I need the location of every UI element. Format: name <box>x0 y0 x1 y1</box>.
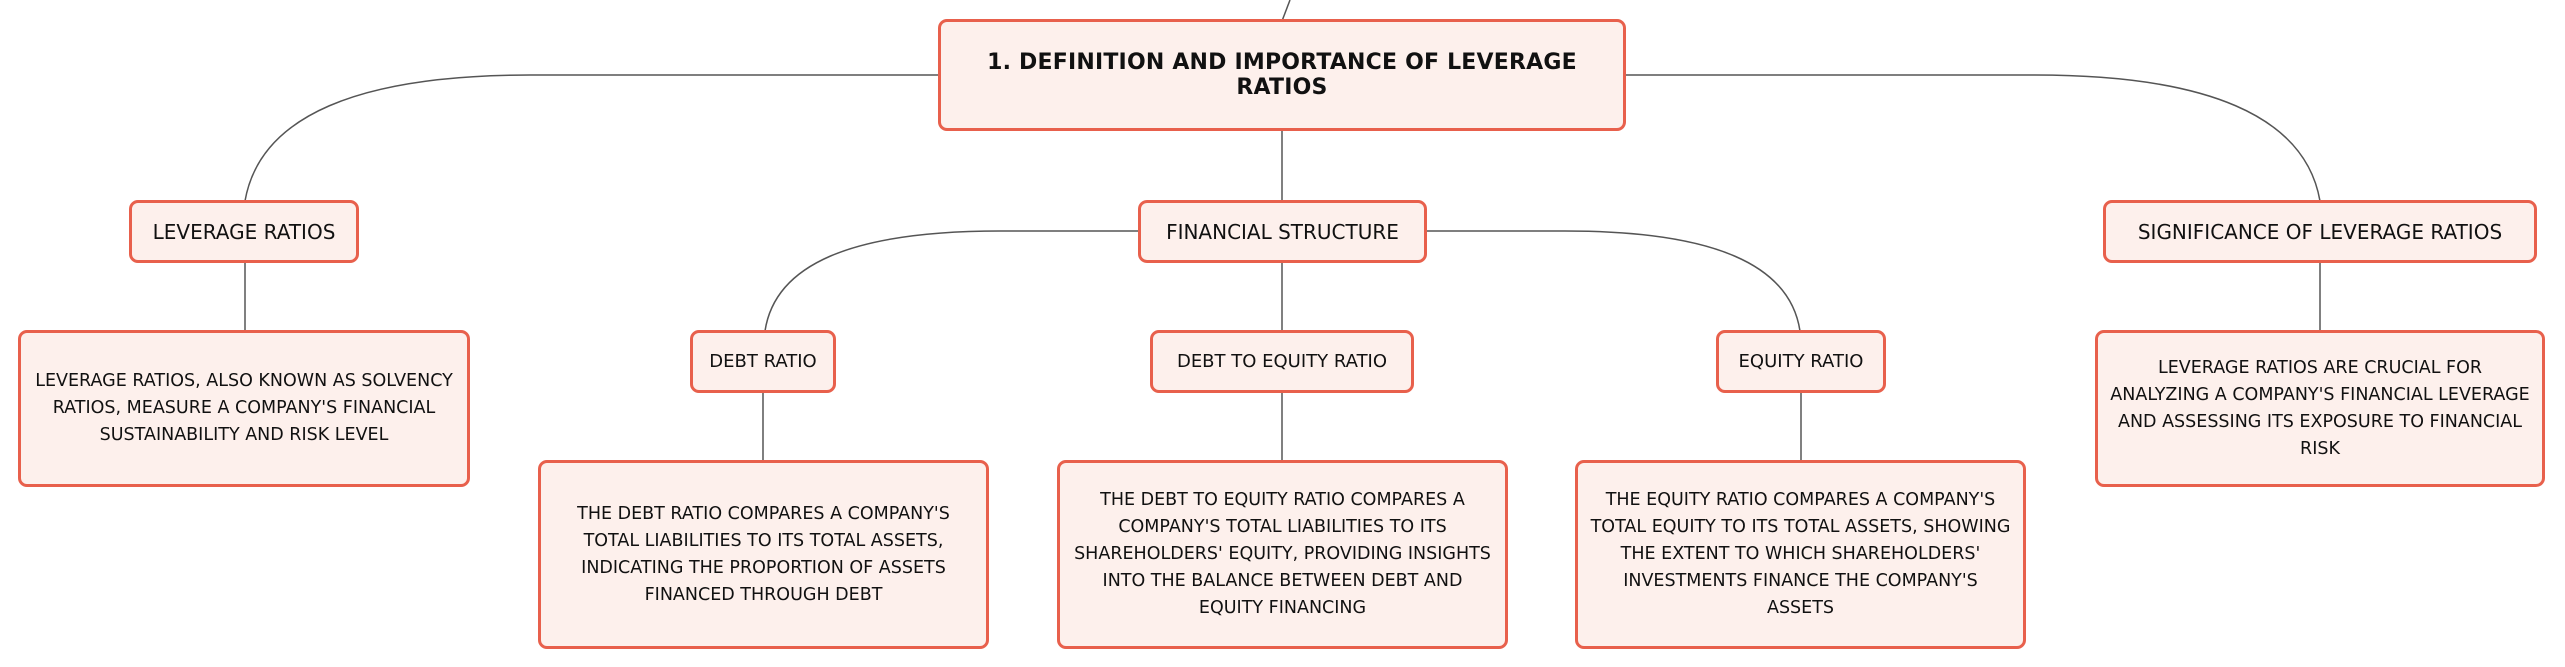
topic-label: SIGNIFICANCE OF LEVERAGE RATIOS <box>2137 219 2503 244</box>
subtopic-label: EQUITY RATIO <box>1738 351 1864 372</box>
topic-label: FINANCIAL STRUCTURE <box>1166 219 1399 244</box>
description-text: LEVERAGE RATIOS ARE CRUCIAL FOR ANALYZIN… <box>2110 357 2530 459</box>
subtopic-debt-to-equity-ratio[interactable]: DEBT TO EQUITY RATIO <box>1150 330 1414 393</box>
description-text: THE DEBT TO EQUITY RATIO COMPARES A COMP… <box>1074 490 1491 618</box>
subtopic-equity-ratio[interactable]: EQUITY RATIO <box>1716 330 1886 393</box>
description-significance[interactable]: LEVERAGE RATIOS ARE CRUCIAL FOR ANALYZIN… <box>2095 330 2545 487</box>
root-label: 1. DEFINITION AND IMPORTANCE OF LEVERAGE… <box>987 50 1577 100</box>
description-debt-to-equity-ratio[interactable]: THE DEBT TO EQUITY RATIO COMPARES A COMP… <box>1057 460 1508 649</box>
connector-financial-structure-to-debt-ratio <box>764 230 1141 332</box>
description-equity-ratio[interactable]: THE EQUITY RATIO COMPARES A COMPANY'S TO… <box>1575 460 2026 649</box>
subtopic-label: DEBT TO EQUITY RATIO <box>1176 351 1388 372</box>
connector-root-to-significance <box>1624 74 2321 202</box>
topic-significance-of-leverage-ratios[interactable]: SIGNIFICANCE OF LEVERAGE RATIOS <box>2103 200 2537 263</box>
description-text: LEVERAGE RATIOS, ALSO KNOWN AS SOLVENCY … <box>35 371 453 445</box>
connector-financial-structure-to-equity-ratio <box>1424 230 1801 332</box>
topic-leverage-ratios[interactable]: LEVERAGE RATIOS <box>129 200 359 263</box>
description-leverage-ratios[interactable]: LEVERAGE RATIOS, ALSO KNOWN AS SOLVENCY … <box>18 330 470 487</box>
connector-parent-to-root <box>1281 0 1291 22</box>
connector-root-to-leverage-ratios <box>244 74 941 202</box>
topic-label: LEVERAGE RATIOS <box>152 219 336 244</box>
topic-financial-structure[interactable]: FINANCIAL STRUCTURE <box>1138 200 1427 263</box>
subtopic-label: DEBT RATIO <box>709 351 817 372</box>
description-text: THE EQUITY RATIO COMPARES A COMPANY'S TO… <box>1590 490 2011 618</box>
root-node[interactable]: 1. DEFINITION AND IMPORTANCE OF LEVERAGE… <box>938 19 1626 131</box>
description-text: THE DEBT RATIO COMPARES A COMPANY'S TOTA… <box>577 503 950 605</box>
description-debt-ratio[interactable]: THE DEBT RATIO COMPARES A COMPANY'S TOTA… <box>538 460 989 649</box>
subtopic-debt-ratio[interactable]: DEBT RATIO <box>690 330 836 393</box>
